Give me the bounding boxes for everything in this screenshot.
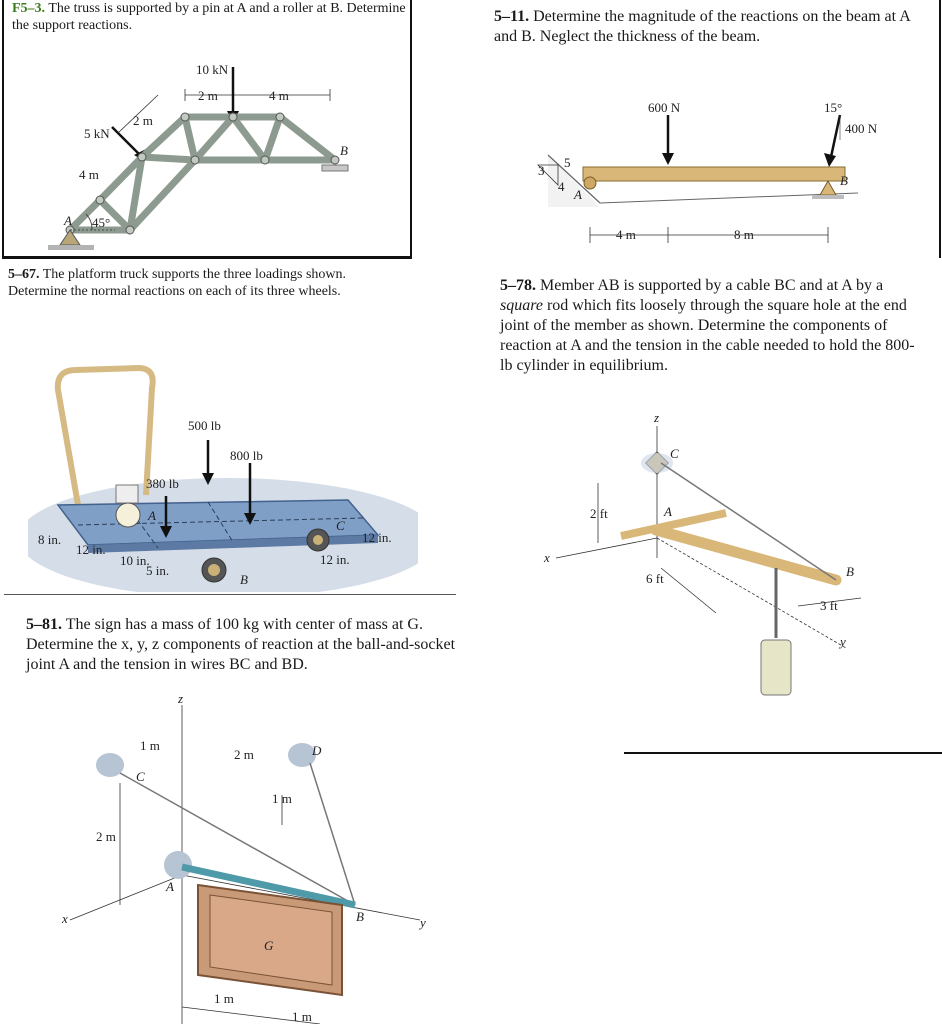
- label-1m-bottom-a: 1 m: [214, 991, 234, 1006]
- label-point-c: C: [670, 446, 679, 461]
- label-4m-top: 4 m: [269, 88, 289, 103]
- label-slope-4: 4: [558, 179, 565, 194]
- problem-number: 5–78.: [500, 277, 536, 294]
- label-12in-c: 12 in.: [320, 552, 350, 567]
- label-45deg: 45°: [92, 215, 110, 230]
- left-border: [2, 0, 4, 258]
- label-z: z: [177, 695, 183, 706]
- label-y: y: [838, 634, 846, 649]
- label-2m-left: 2 m: [96, 829, 116, 844]
- problem-f5-3-statement: F5–3. The truss is supported by a pin at…: [12, 0, 408, 34]
- problem-text: The sign has a mass of 100 kg with cente…: [26, 616, 456, 673]
- label-1m-bottom-b: 1 m: [292, 1009, 312, 1024]
- label-point-d: D: [311, 743, 322, 758]
- label-12in-b: 12 in.: [362, 530, 392, 545]
- label-4m-diag: 4 m: [79, 167, 99, 182]
- problem-text-part-2: rod which fits loosely through the squar…: [500, 297, 915, 374]
- label-2m-top: 2 m: [198, 88, 218, 103]
- label-1m-right: 1 m: [272, 791, 292, 806]
- label-point-a: A: [663, 504, 672, 519]
- label-6ft: 6 ft: [646, 571, 664, 586]
- label-point-b: B: [840, 173, 848, 188]
- label-2m-diag: 2 m: [133, 113, 153, 128]
- label-z: z: [653, 410, 659, 425]
- problem-5-78-statement: 5–78. Member AB is supported by a cable …: [500, 276, 922, 376]
- label-point-a: A: [573, 187, 582, 202]
- label-400n: 400 N: [845, 121, 878, 136]
- label-15deg: 15°: [824, 100, 842, 115]
- label-10in: 10 in.: [120, 553, 150, 568]
- p5-78-bottom-rule: [624, 752, 942, 754]
- problem-text: The truss is supported by a pin at A and…: [12, 1, 406, 33]
- problem-5-11-statement: 5–11. Determine the magnitude of the rea…: [494, 7, 922, 47]
- label-slope-5: 5: [564, 155, 571, 170]
- beam-figure: 600 N 400 N 15° 3 4 5 A B 4 m 8 m: [537, 100, 878, 243]
- label-380lb: 380 lb: [146, 476, 179, 491]
- problem-number: F5–3.: [12, 1, 46, 16]
- problem-5-81-statement: 5–81. The sign has a mass of 100 kg with…: [26, 615, 460, 675]
- label-4m: 4 m: [616, 227, 636, 242]
- label-point-a: A: [63, 213, 72, 228]
- platform-truck-figure: 500 lb 800 lb 380 lb A B C 8 in. 12 in. …: [28, 364, 418, 592]
- label-slope-3: 3: [538, 163, 545, 178]
- label-y: y: [418, 915, 426, 930]
- label-2m-top: 2 m: [234, 747, 254, 762]
- label-3ft: 3 ft: [820, 598, 838, 613]
- label-point-a: A: [165, 879, 174, 894]
- f5-3-right-rule: [410, 0, 412, 258]
- label-x: x: [543, 550, 550, 565]
- p5-11-right-rule: [939, 0, 941, 258]
- label-point-b: B: [846, 564, 854, 579]
- problem-5-67-statement: 5–67. The platform truck supports the th…: [8, 266, 408, 300]
- label-800lb: 800 lb: [230, 448, 263, 463]
- problem-number: 5–11.: [494, 8, 530, 25]
- truss-figure: 10 kN 5 kN 2 m 4 m 2 m 4 m 45° A B: [48, 62, 349, 250]
- problem-text: Determine the magnitude of the reactions…: [494, 8, 910, 45]
- label-1m-top-left: 1 m: [140, 738, 160, 753]
- label-5kn: 5 kN: [84, 126, 110, 141]
- label-500lb: 500 lb: [188, 418, 221, 433]
- label-8in: 8 in.: [38, 532, 61, 547]
- label-point-b: B: [356, 909, 364, 924]
- problem-text: The platform truck supports the three lo…: [8, 267, 347, 299]
- sign-figure: z x y C D A B G 1 m 2 m 1 m 2 m 1 m 1 m: [61, 695, 426, 1024]
- label-point-b: B: [340, 143, 348, 158]
- label-12in-a: 12 in.: [76, 542, 106, 557]
- p5-67-bottom-rule: [4, 594, 456, 595]
- label-point-g: G: [264, 938, 274, 953]
- label-point-a: A: [147, 508, 156, 523]
- problem-text-part-1: Member AB is supported by a cable BC and…: [540, 277, 884, 294]
- cable-member-figure: z x y C A B 2 ft 6 ft 3 ft: [543, 410, 862, 696]
- label-point-c: C: [136, 769, 145, 784]
- problem-number: 5–81.: [26, 616, 62, 633]
- label-point-b: B: [240, 572, 248, 587]
- label-point-c: C: [336, 518, 345, 533]
- label-x: x: [61, 911, 68, 926]
- problem-number: 5–67.: [8, 267, 40, 282]
- label-2ft: 2 ft: [590, 506, 608, 521]
- label-5in: 5 in.: [146, 563, 169, 578]
- label-600n: 600 N: [648, 100, 681, 115]
- problem-text-italic: square: [500, 297, 543, 314]
- f5-3-bottom-rule: [2, 256, 412, 259]
- label-8m: 8 m: [734, 227, 754, 242]
- label-10kn: 10 kN: [196, 62, 229, 77]
